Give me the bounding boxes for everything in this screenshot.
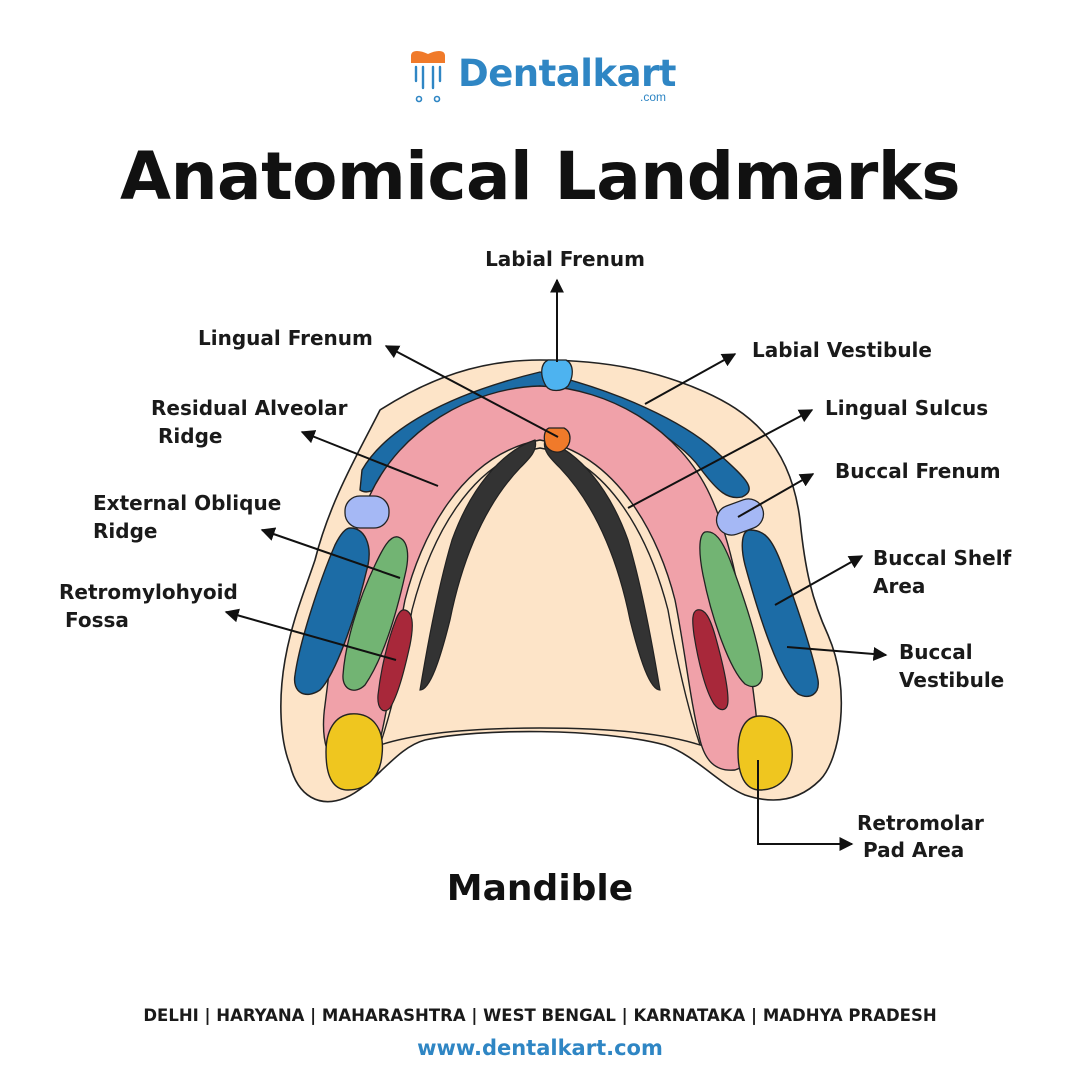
footer-website-link[interactable]: www.dentalkart.com (417, 1036, 663, 1060)
label-buccal-shelf-area-line1: Buccal Shelf (873, 546, 1012, 570)
label-buccal-vestibule-line1: Buccal (899, 640, 973, 664)
label-retromolar-pad-area-line2: Pad Area (863, 838, 964, 862)
lingual-sulcus-left (419, 439, 537, 691)
label-labial-frenum: Labial Frenum (485, 247, 645, 271)
buccal-vestibule-right (741, 529, 819, 698)
brand-logo: Dentalkart .com (408, 50, 678, 108)
leader-lingual-sulcus (627, 409, 814, 509)
label-external-oblique-ridge-line2: Ridge (93, 519, 157, 543)
label-buccal-frenum: Buccal Frenum (835, 459, 1001, 483)
leader-lingual-frenum (384, 345, 559, 438)
leader-residual-alveolar-ridge (300, 430, 439, 487)
label-labial-vestibule: Labial Vestibule (752, 338, 932, 362)
leader-retromylohyoid-fossa (224, 608, 397, 661)
page-title: Anatomical Landmarks (119, 138, 961, 215)
leader-buccal-vestibule (786, 646, 888, 661)
leader-buccal-frenum (737, 473, 815, 518)
tooth-logo-icon (411, 51, 445, 103)
retromylohyoid-fossa-right (692, 609, 729, 711)
leader-external-oblique-ridge (260, 527, 401, 579)
label-lingual-frenum: Lingual Frenum (198, 326, 373, 350)
buccal-vestibule-left (293, 527, 370, 695)
leader-retromolar-pad-area (757, 760, 854, 851)
footer-locations: DELHI | HARYANA | MAHARASHTRA | WEST BEN… (143, 1006, 937, 1025)
label-external-oblique-ridge-line1: External Oblique (93, 491, 281, 515)
leader-labial-vestibule (644, 353, 737, 405)
diagram-caption: Mandible (446, 868, 634, 909)
label-buccal-shelf-area-line2: Area (873, 574, 925, 598)
label-retromylohyoid-fossa-line1: Retromylohyoid (59, 580, 238, 604)
label-residual-alveolar-ridge-line1: Residual Alveolar (151, 396, 348, 420)
label-lingual-sulcus: Lingual Sulcus (825, 396, 988, 420)
retromolar-pad-right (737, 715, 793, 791)
brand-suffix: .com (640, 90, 667, 104)
label-retromolar-pad-area-line1: Retromolar (857, 811, 984, 835)
label-retromylohyoid-fossa-line2: Fossa (65, 608, 129, 632)
label-residual-alveolar-ridge-line2: Ridge (158, 424, 222, 448)
leader-buccal-shelf-area (774, 555, 864, 606)
lingual-sulcus-right (543, 439, 661, 691)
labial-frenum (541, 359, 573, 392)
brand-name: Dentalkart (458, 52, 677, 95)
buccal-frenum-left (344, 495, 390, 529)
external-oblique-ridge-right (699, 531, 763, 688)
label-buccal-vestibule-line2: Vestibule (899, 668, 1004, 692)
retromolar-pad-left (325, 713, 384, 791)
